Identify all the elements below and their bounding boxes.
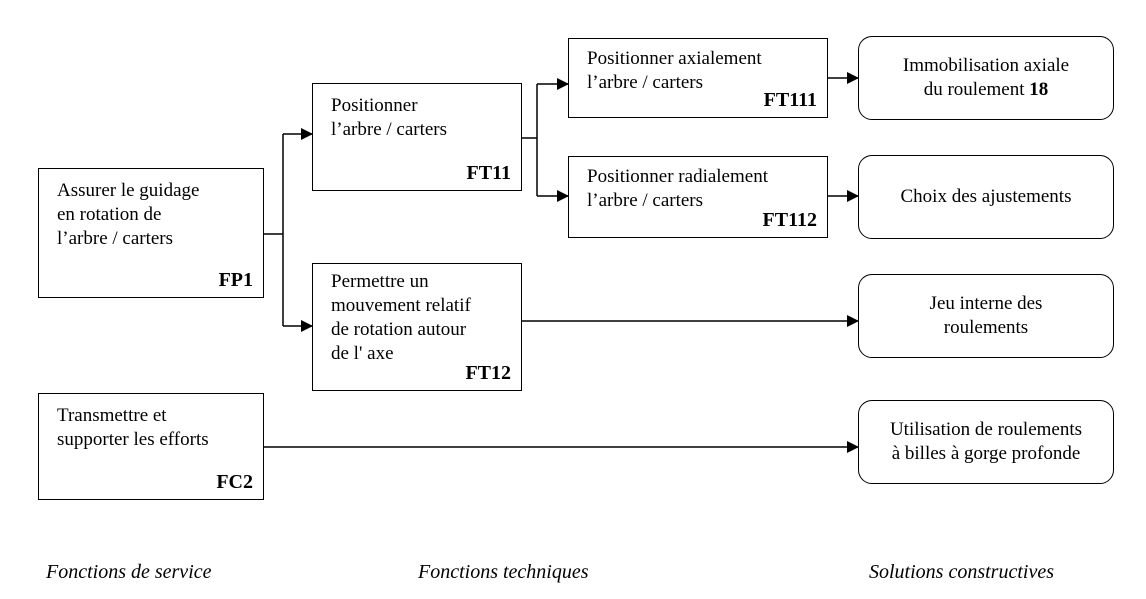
ajustements-line1: Choix des ajustements bbox=[900, 186, 1072, 207]
ft111-text: Positionner axialement l’arbre / carters bbox=[587, 48, 762, 93]
function-box-ft12: Permettre un mouvement relatif de rotati… bbox=[312, 263, 522, 391]
ft11-code: FT11 bbox=[466, 162, 511, 184]
ft112-text: Positionner radialement l’arbre / carter… bbox=[587, 166, 768, 211]
immobilisation-line2: du roulement bbox=[923, 79, 1030, 100]
jeu-line2: roulements bbox=[943, 317, 1029, 338]
solution-utilisation: Utilisation de roulements à billes à gor… bbox=[858, 400, 1114, 484]
function-box-fp1: Assurer le guidage en rotation de l’arbr… bbox=[38, 168, 264, 298]
ft11-text: Positionner l’arbre / carters bbox=[331, 95, 448, 140]
solution-immobilisation: Immobilisation axiale du roulement 18 bbox=[858, 36, 1114, 120]
function-box-ft111: Positionner axialement l’arbre / carters… bbox=[568, 38, 828, 118]
ft12-text: Permettre un mouvement relatif de rotati… bbox=[331, 271, 471, 364]
jeu-line1: Jeu interne des bbox=[929, 293, 1043, 314]
caption-service: Fonctions de service bbox=[46, 561, 212, 583]
caption-solutions: Solutions constructives bbox=[869, 561, 1054, 583]
fc2-code: FC2 bbox=[216, 471, 253, 493]
utilisation-line1: Utilisation de roulements bbox=[889, 419, 1083, 440]
function-box-ft11: Positionner l’arbre / carters FT11 bbox=[312, 83, 522, 191]
ft12-code: FT12 bbox=[465, 362, 511, 384]
fp1-text: Assurer le guidage en rotation de l’arbr… bbox=[57, 180, 200, 249]
immobilisation-line1: Immobilisation axiale bbox=[902, 55, 1070, 76]
ft112-code: FT112 bbox=[762, 209, 817, 231]
function-box-ft112: Positionner radialement l’arbre / carter… bbox=[568, 156, 828, 238]
solution-jeu: Jeu interne des roulements bbox=[858, 274, 1114, 358]
fc2-text: Transmettre et supporter les efforts bbox=[57, 405, 209, 450]
caption-technique: Fonctions techniques bbox=[418, 561, 589, 583]
solution-ajustements: Choix des ajustements bbox=[858, 155, 1114, 239]
fp1-code: FP1 bbox=[218, 269, 253, 291]
utilisation-line2: à billes à gorge profonde bbox=[891, 443, 1081, 464]
function-box-fc2: Transmettre et supporter les efforts FC2 bbox=[38, 393, 264, 500]
immobilisation-number: 18 bbox=[1029, 79, 1049, 100]
ft111-code: FT111 bbox=[763, 89, 817, 111]
